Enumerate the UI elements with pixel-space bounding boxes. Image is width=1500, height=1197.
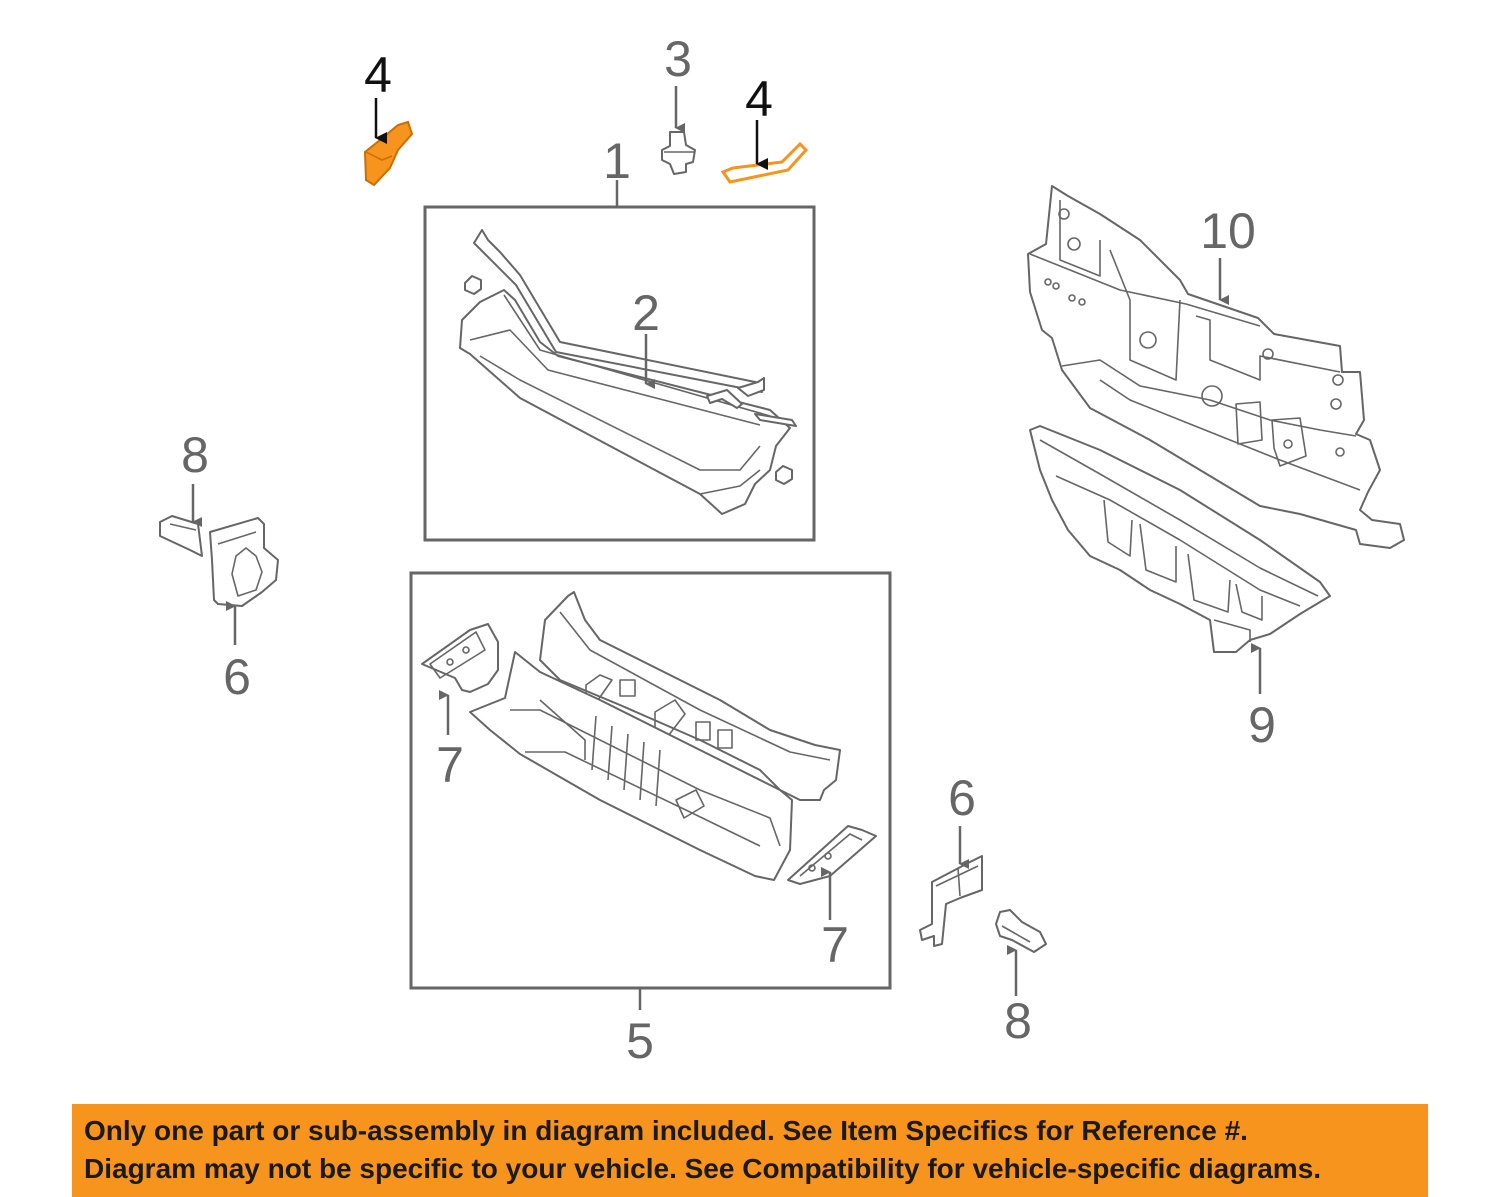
callout-6-right: 6 xyxy=(948,770,976,826)
part-9-insulator[interactable] xyxy=(1029,425,1331,653)
callout-7-right: 7 xyxy=(821,917,849,973)
callout-3: 3 xyxy=(664,31,692,87)
callout-7-left: 7 xyxy=(436,737,464,793)
part-4-right[interactable] xyxy=(720,141,809,184)
part-6-left[interactable] xyxy=(209,517,279,607)
callout-9: 9 xyxy=(1248,697,1276,753)
part-6-right[interactable] xyxy=(919,855,983,947)
callout-4-left: 4 xyxy=(364,47,392,103)
callout-8-right: 8 xyxy=(1004,993,1032,1049)
callout-2: 2 xyxy=(632,285,660,341)
part-5-cowl-panel[interactable] xyxy=(469,591,841,881)
callout-10: 10 xyxy=(1200,203,1256,259)
callout-6-left: 6 xyxy=(223,649,251,705)
part-10-dash-panel[interactable] xyxy=(1027,185,1405,549)
part-7-right[interactable] xyxy=(787,825,877,885)
part-4-left[interactable] xyxy=(363,120,414,187)
callout-5: 5 xyxy=(626,1013,654,1069)
disclaimer-line-1: Only one part or sub-assembly in diagram… xyxy=(84,1115,1248,1146)
part-7-left[interactable] xyxy=(421,623,499,693)
assembly-box-5 xyxy=(409,571,892,990)
disclaimer-banner: Only one part or sub-assembly in diagram… xyxy=(72,1104,1428,1197)
part-2-cowl-grille[interactable] xyxy=(459,229,797,515)
callout-8-left: 8 xyxy=(181,427,209,483)
parts-diagram: 4 3 4 1 2 5 xyxy=(159,31,1405,1069)
callout-4-right: 4 xyxy=(745,71,773,127)
part-8-left[interactable] xyxy=(159,515,203,557)
callout-1: 1 xyxy=(603,133,631,189)
part-8-right[interactable] xyxy=(995,909,1047,953)
disclaimer-line-2: Diagram may not be specific to your vehi… xyxy=(84,1153,1322,1184)
assembly-box-1 xyxy=(423,205,816,542)
part-3-clip[interactable] xyxy=(661,131,696,175)
